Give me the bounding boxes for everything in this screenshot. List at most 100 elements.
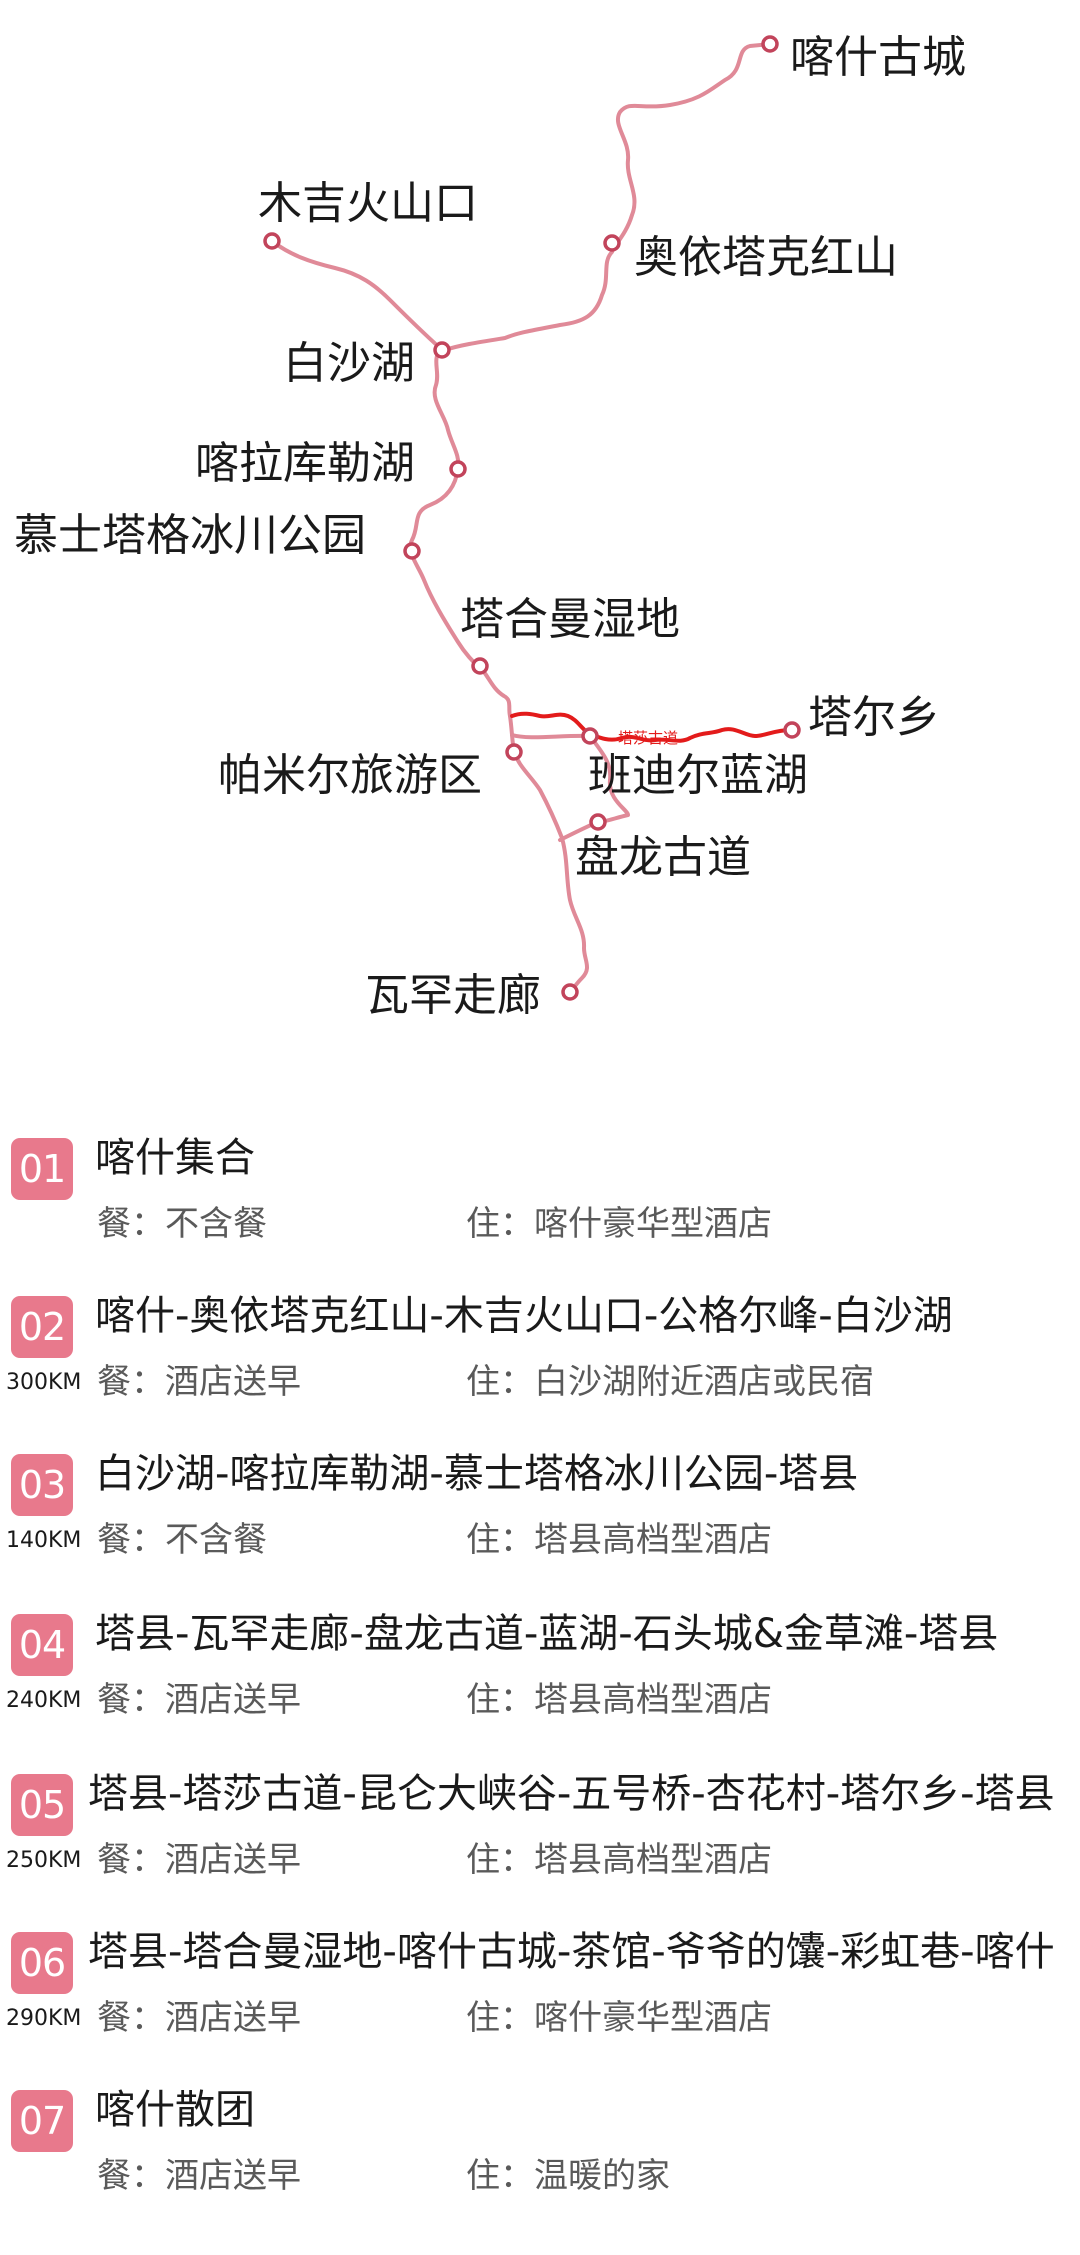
dot-muztagh-glacier-park <box>403 542 421 560</box>
stay-value: 塔县高档型酒店 <box>534 1680 772 1720</box>
day-meal: 餐：酒店送早 <box>97 1838 301 1882</box>
route-junction-to-bandier <box>510 733 592 740</box>
stay-prefix: 住： <box>466 1520 534 1560</box>
stay-value: 塔县高档型酒店 <box>534 1840 772 1880</box>
day-meal: 餐：不含餐 <box>97 1202 267 1246</box>
stay-prefix: 住： <box>466 1840 534 1880</box>
route-baisha-to-muji <box>270 239 442 350</box>
day-stay: 住：塔县高档型酒店 <box>466 1838 772 1882</box>
day-number-badge: 04 <box>11 1614 73 1676</box>
day-distance: 140KM <box>6 1528 82 1553</box>
label-muztagh-glacier-park: 慕士塔格冰川公园 <box>14 510 366 561</box>
tasha-road-label: 塔莎古道 <box>618 729 678 747</box>
dot-kashgar-old-city <box>761 35 779 53</box>
dot-panlong-ancient-road <box>589 813 607 831</box>
dot-tahman-wetland <box>471 657 489 675</box>
meal-value: 不含餐 <box>165 1520 267 1560</box>
day-title: 塔县-瓦罕走廊-盘龙古道-蓝湖-石头城&金草滩-塔县 <box>95 1611 999 1657</box>
label-kashgar-old-city: 喀什古城 <box>790 32 966 83</box>
meal-value: 不含餐 <box>165 1204 267 1244</box>
dot-bandier-blue-lake <box>581 727 599 745</box>
stay-value: 塔县高档型酒店 <box>534 1520 772 1560</box>
day-meal: 餐：酒店送早 <box>97 1360 301 1404</box>
stay-prefix: 住： <box>466 2156 534 2196</box>
label-pamir-tourist-area: 帕米尔旅游区 <box>218 750 482 801</box>
stay-prefix: 住： <box>466 1204 534 1244</box>
itinerary-day: 02 喀什-奥依塔克红山-木吉火山口-公格尔峰-白沙湖 300KM 餐：酒店送早… <box>0 1288 1080 1428</box>
day-distance: 250KM <box>6 1848 82 1873</box>
stay-value: 喀什豪华型酒店 <box>534 1204 772 1244</box>
day-title: 喀什-奥依塔克红山-木吉火山口-公格尔峰-白沙湖 <box>95 1293 953 1339</box>
label-taer-village: 塔尔乡 <box>808 692 940 743</box>
day-meal: 餐：酒店送早 <box>97 1678 301 1722</box>
stay-prefix: 住： <box>466 1680 534 1720</box>
day-meal: 餐：酒店送早 <box>97 2154 301 2198</box>
route-tahman-to-junction <box>482 670 512 718</box>
itinerary-day: 07 喀什散团 餐：酒店送早 住：温暖的家 <box>0 2082 1080 2222</box>
meal-value: 酒店送早 <box>165 1998 301 2038</box>
stay-value: 温暖的家 <box>534 2156 670 2196</box>
day-stay: 住：喀什豪华型酒店 <box>466 1996 772 2040</box>
label-bandier-blue-lake: 班迪尔蓝湖 <box>588 750 808 801</box>
route-tasha-road <box>510 711 792 743</box>
meal-value: 酒店送早 <box>165 1680 301 1720</box>
meal-prefix: 餐： <box>97 1520 165 1560</box>
route-map: 塔莎古道 喀什古城 木吉火山口 奥依塔克红山 白沙湖 喀拉库勒湖 慕士塔格冰川公… <box>14 32 966 1021</box>
day-title: 喀什散团 <box>95 2087 255 2133</box>
label-karakul-lake: 喀拉库勒湖 <box>195 438 415 489</box>
meal-value: 酒店送早 <box>165 2156 301 2196</box>
meal-prefix: 餐： <box>97 1998 165 2038</box>
day-stay: 住：白沙湖附近酒店或民宿 <box>466 1360 874 1404</box>
dot-aoyitake-red-mountain <box>603 234 621 252</box>
label-baisha-lake: 白沙湖 <box>283 338 415 389</box>
day-title: 塔县-塔合曼湿地-喀什古城-茶馆-爷爷的馕-彩虹巷-喀什 <box>88 1929 1055 1975</box>
meal-value: 酒店送早 <box>165 1362 301 1402</box>
day-title: 塔县-塔莎古道-昆仑大峡谷-五号桥-杏花村-塔尔乡-塔县 <box>88 1771 1055 1817</box>
meal-prefix: 餐： <box>97 2156 165 2196</box>
meal-prefix: 餐： <box>97 1204 165 1244</box>
meal-value: 酒店送早 <box>165 1840 301 1880</box>
day-title: 白沙湖-喀拉库勒湖-慕士塔格冰川公园-塔县 <box>95 1451 859 1497</box>
stay-value: 喀什豪华型酒店 <box>534 1998 772 2038</box>
route-baisha-to-tahman <box>408 348 486 674</box>
day-number-badge: 01 <box>11 1138 73 1200</box>
dot-pamir-tourist-area <box>505 743 523 761</box>
meal-prefix: 餐： <box>97 1680 165 1720</box>
day-meal: 餐：不含餐 <box>97 1518 267 1562</box>
itinerary-day: 03 白沙湖-喀拉库勒湖-慕士塔格冰川公园-塔县 140KM 餐：不含餐 住：塔… <box>0 1446 1080 1586</box>
day-stay: 住：喀什豪华型酒店 <box>466 1202 772 1246</box>
route-kashgar-to-baisha <box>443 42 772 352</box>
label-wakhan-corridor: 瓦罕走廊 <box>365 970 541 1021</box>
label-tahman-wetland: 塔合曼湿地 <box>460 594 680 645</box>
day-title: 喀什集合 <box>95 1135 255 1181</box>
day-meal: 餐：酒店送早 <box>97 1996 301 2040</box>
itinerary-day: 04 塔县-瓦罕走廊-盘龙古道-蓝湖-石头城&金草滩-塔县 240KM 餐：酒店… <box>0 1606 1080 1746</box>
day-distance: 300KM <box>6 1370 82 1395</box>
day-distance: 240KM <box>6 1688 82 1713</box>
day-number-badge: 06 <box>11 1932 73 1994</box>
day-stay: 住：塔县高档型酒店 <box>466 1518 772 1562</box>
stay-prefix: 住： <box>466 1362 534 1402</box>
label-muji-volcano: 木吉火山口 <box>258 178 478 229</box>
itinerary-day: 06 塔县-塔合曼湿地-喀什古城-茶馆-爷爷的馕-彩虹巷-喀什 290KM 餐：… <box>0 1924 1080 2064</box>
day-stay: 住：塔县高档型酒店 <box>466 1678 772 1722</box>
dot-taer-village <box>783 721 801 739</box>
meal-prefix: 餐： <box>97 1362 165 1402</box>
itinerary-day: 05 塔县-塔莎古道-昆仑大峡谷-五号桥-杏花村-塔尔乡-塔县 250KM 餐：… <box>0 1766 1080 1906</box>
day-number-badge: 05 <box>11 1774 73 1836</box>
dot-muji-volcano <box>263 232 281 250</box>
day-number-badge: 03 <box>11 1454 73 1516</box>
meal-prefix: 餐： <box>97 1840 165 1880</box>
label-panlong-ancient-road: 盘龙古道 <box>575 832 751 883</box>
dot-wakhan-corridor <box>561 983 579 1001</box>
day-number-badge: 02 <box>11 1296 73 1358</box>
stay-value: 白沙湖附近酒店或民宿 <box>534 1362 874 1402</box>
dot-baisha-lake <box>433 341 451 359</box>
day-stay: 住：温暖的家 <box>466 2154 670 2198</box>
day-distance: 290KM <box>6 2006 82 2031</box>
label-aoyitake-red-mountain: 奥依塔克红山 <box>634 232 898 283</box>
stay-prefix: 住： <box>466 1998 534 2038</box>
dot-karakul-lake <box>449 460 467 478</box>
day-number-badge: 07 <box>11 2090 73 2152</box>
itinerary-day: 01 喀什集合 餐：不含餐 住：喀什豪华型酒店 <box>0 1130 1080 1270</box>
